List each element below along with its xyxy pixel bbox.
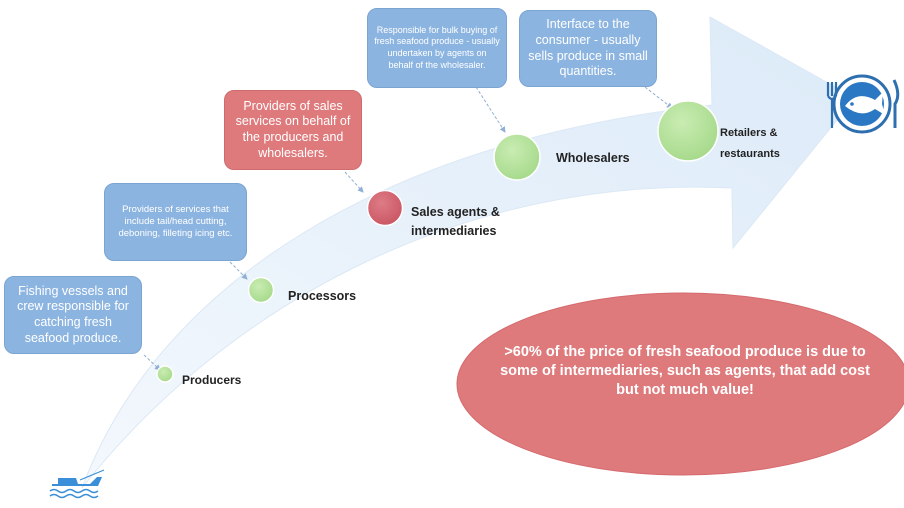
processors-label: Processors <box>288 289 357 303</box>
wholesalers-label: Wholesalers <box>556 151 630 165</box>
callout-text: >60% of the price of fresh seafood produ… <box>500 344 870 398</box>
callout-ellipse <box>456 292 904 476</box>
sales-agents-label: Sales agents & intermediaries <box>411 205 500 238</box>
fish-plate-icon <box>826 74 900 134</box>
producers-description: Fishing vessels and crew responsible for… <box>4 276 142 354</box>
node-wholesalers <box>493 133 541 181</box>
wholesalers-description: Responsible for bulk buying of fresh sea… <box>367 8 507 88</box>
retailers-description: Interface to the consumer - usually sell… <box>519 10 657 87</box>
node-retailers <box>657 100 719 162</box>
fishing-boat-icon <box>49 469 105 499</box>
connector-processors <box>229 261 248 280</box>
connector-producers <box>143 354 161 371</box>
producers-label: Producers <box>182 373 242 387</box>
node-sales-agents <box>366 189 404 227</box>
sales-agents-description: Providers of sales services on behalf of… <box>224 90 362 170</box>
node-producers <box>156 365 174 383</box>
connector-retailers <box>644 86 673 109</box>
connector-wholesalers <box>475 86 506 133</box>
node-processors <box>247 276 275 304</box>
connector-sales-agents <box>344 171 364 193</box>
processors-description: Providers of services that include tail/… <box>104 183 247 261</box>
retailers-label: Retailers & restaurants <box>720 127 780 160</box>
